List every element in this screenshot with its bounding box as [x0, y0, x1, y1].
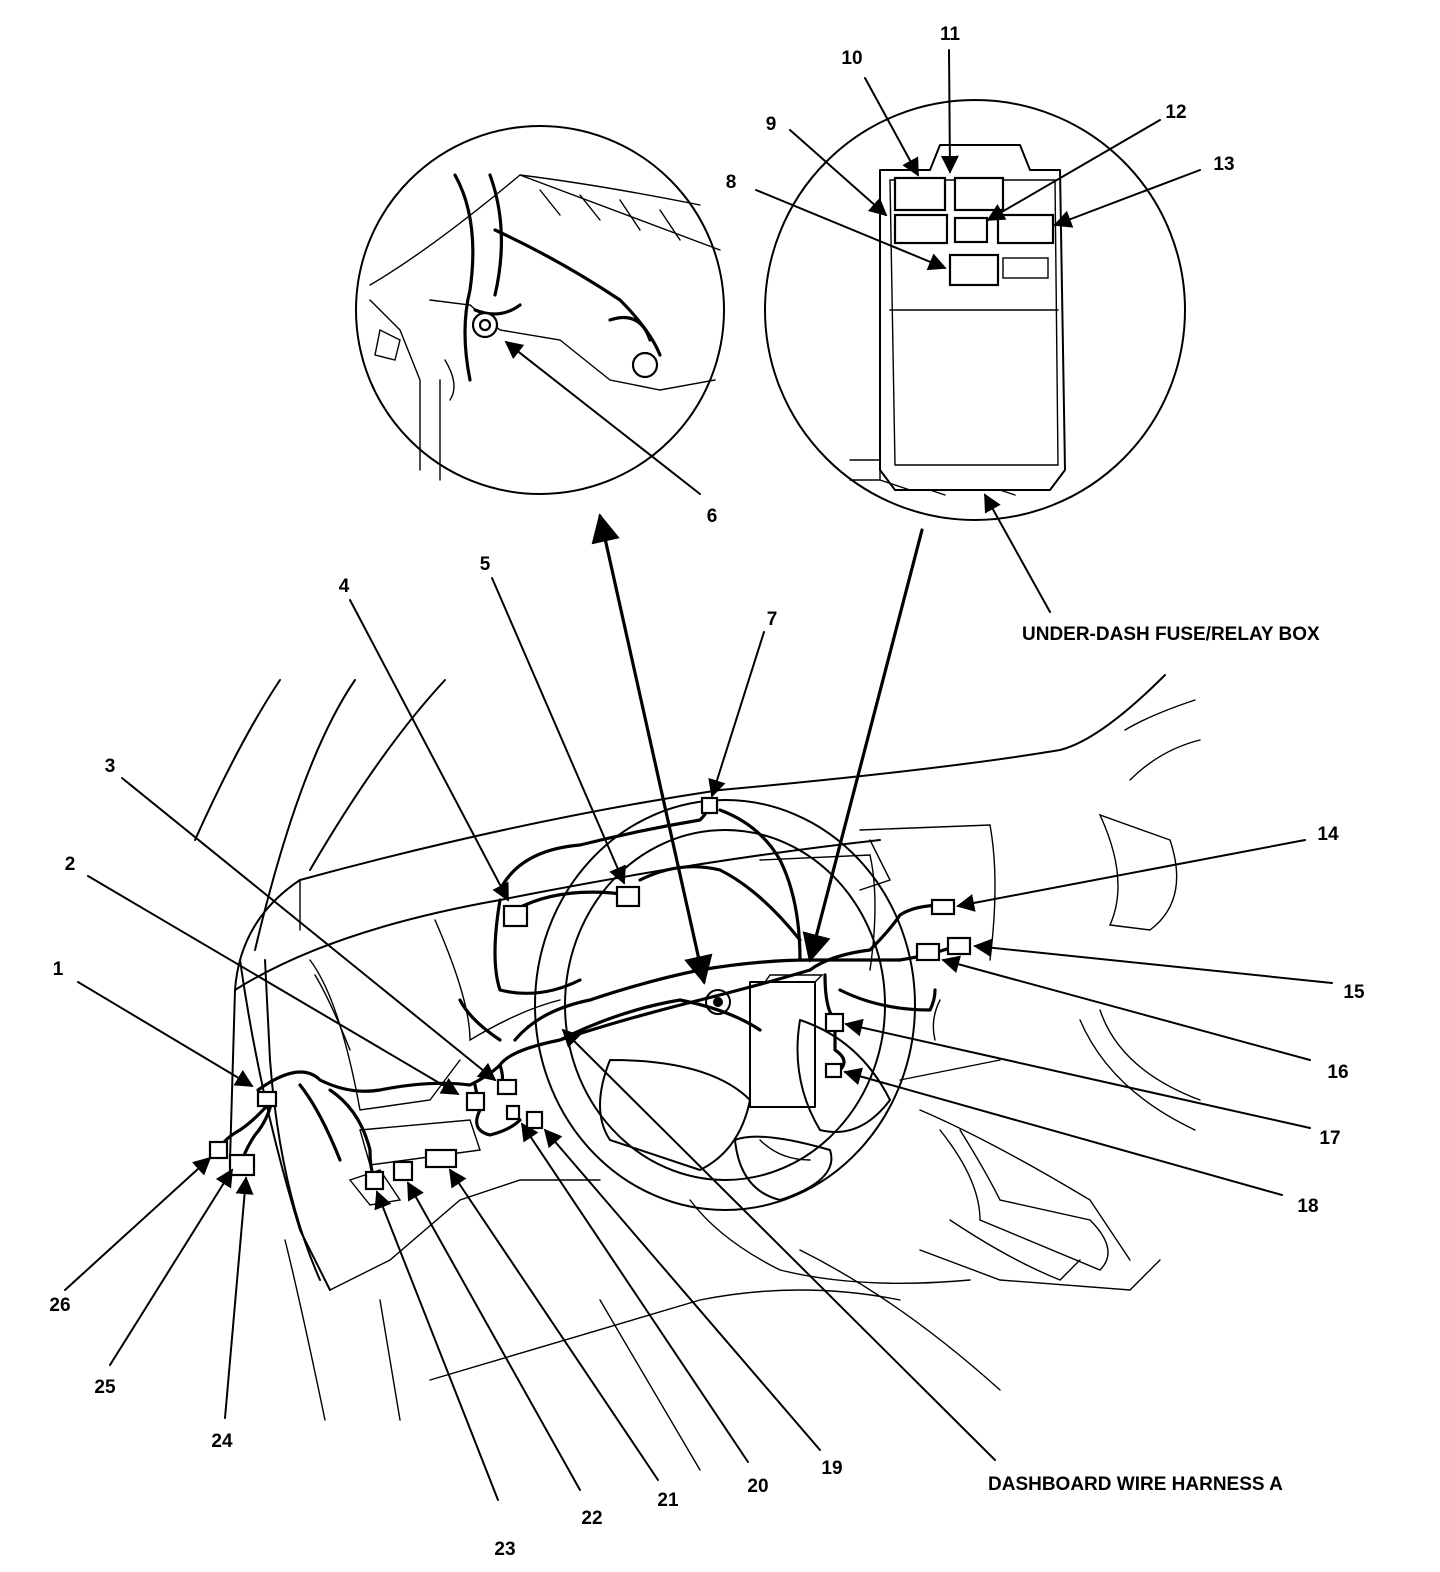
- connector-26: [208, 1140, 229, 1160]
- connector-1: [256, 1090, 278, 1108]
- callout-21: 21: [657, 1490, 679, 1511]
- connector-7: [700, 796, 719, 815]
- connector-23: [364, 1170, 385, 1191]
- callout-leaders: [64, 49, 1333, 1501]
- steering-wheel: [534, 799, 916, 1211]
- connector-2: [465, 1091, 486, 1112]
- connector-15: [946, 936, 972, 956]
- connector-16: [915, 942, 941, 962]
- callout-24: 24: [211, 1431, 233, 1452]
- connector-20: [505, 1104, 521, 1121]
- callout-19: 19: [821, 1458, 842, 1479]
- callout-16: 16: [1327, 1062, 1348, 1083]
- connector-24: [228, 1153, 256, 1177]
- connector-14: [930, 898, 956, 916]
- callout-5: 5: [480, 554, 491, 575]
- dashboard-outline: [194, 674, 1201, 1471]
- callout-10: 10: [841, 48, 862, 69]
- callout-23: 23: [494, 1539, 515, 1560]
- harness-label: DASHBOARD WIRE HARNESS A: [988, 1474, 1283, 1495]
- callout-26: 26: [49, 1295, 70, 1316]
- fuse-box-label: UNDER-DASH FUSE/RELAY BOX: [1022, 624, 1320, 645]
- connector-18: [824, 1062, 843, 1079]
- callout-8: 8: [726, 172, 737, 193]
- callout-15: 15: [1343, 982, 1365, 1003]
- ground-detail-inset: [355, 125, 725, 495]
- connector-22: [392, 1160, 414, 1182]
- callout-2: 2: [65, 854, 76, 875]
- fuse-box-detail-inset: [764, 99, 1186, 521]
- callout-4: 4: [339, 576, 350, 597]
- callout-6: 6: [707, 506, 718, 527]
- callout-25: 25: [94, 1377, 116, 1398]
- callout-12: 12: [1165, 102, 1186, 123]
- callout-1: 1: [53, 959, 64, 980]
- callout-18: 18: [1297, 1196, 1318, 1217]
- connector-17: [824, 1012, 845, 1033]
- callout-7: 7: [767, 609, 778, 630]
- callout-13: 13: [1213, 154, 1234, 175]
- connector-19: [525, 1110, 544, 1130]
- connector-5: [615, 885, 641, 908]
- callout-9: 9: [766, 114, 777, 135]
- connector-3: [496, 1078, 518, 1096]
- callout-numbers: 1 2 3 4 5 6 7 8 9 10 11 12 13 14 15 16 1…: [49, 24, 1365, 1560]
- callout-22: 22: [581, 1508, 602, 1529]
- callout-17: 17: [1319, 1128, 1340, 1149]
- callout-11: 11: [940, 24, 961, 45]
- callout-14: 14: [1317, 824, 1339, 845]
- callout-3: 3: [105, 756, 116, 777]
- callout-20: 20: [747, 1476, 768, 1497]
- connector-21: [424, 1148, 458, 1169]
- connector-4: [502, 904, 529, 928]
